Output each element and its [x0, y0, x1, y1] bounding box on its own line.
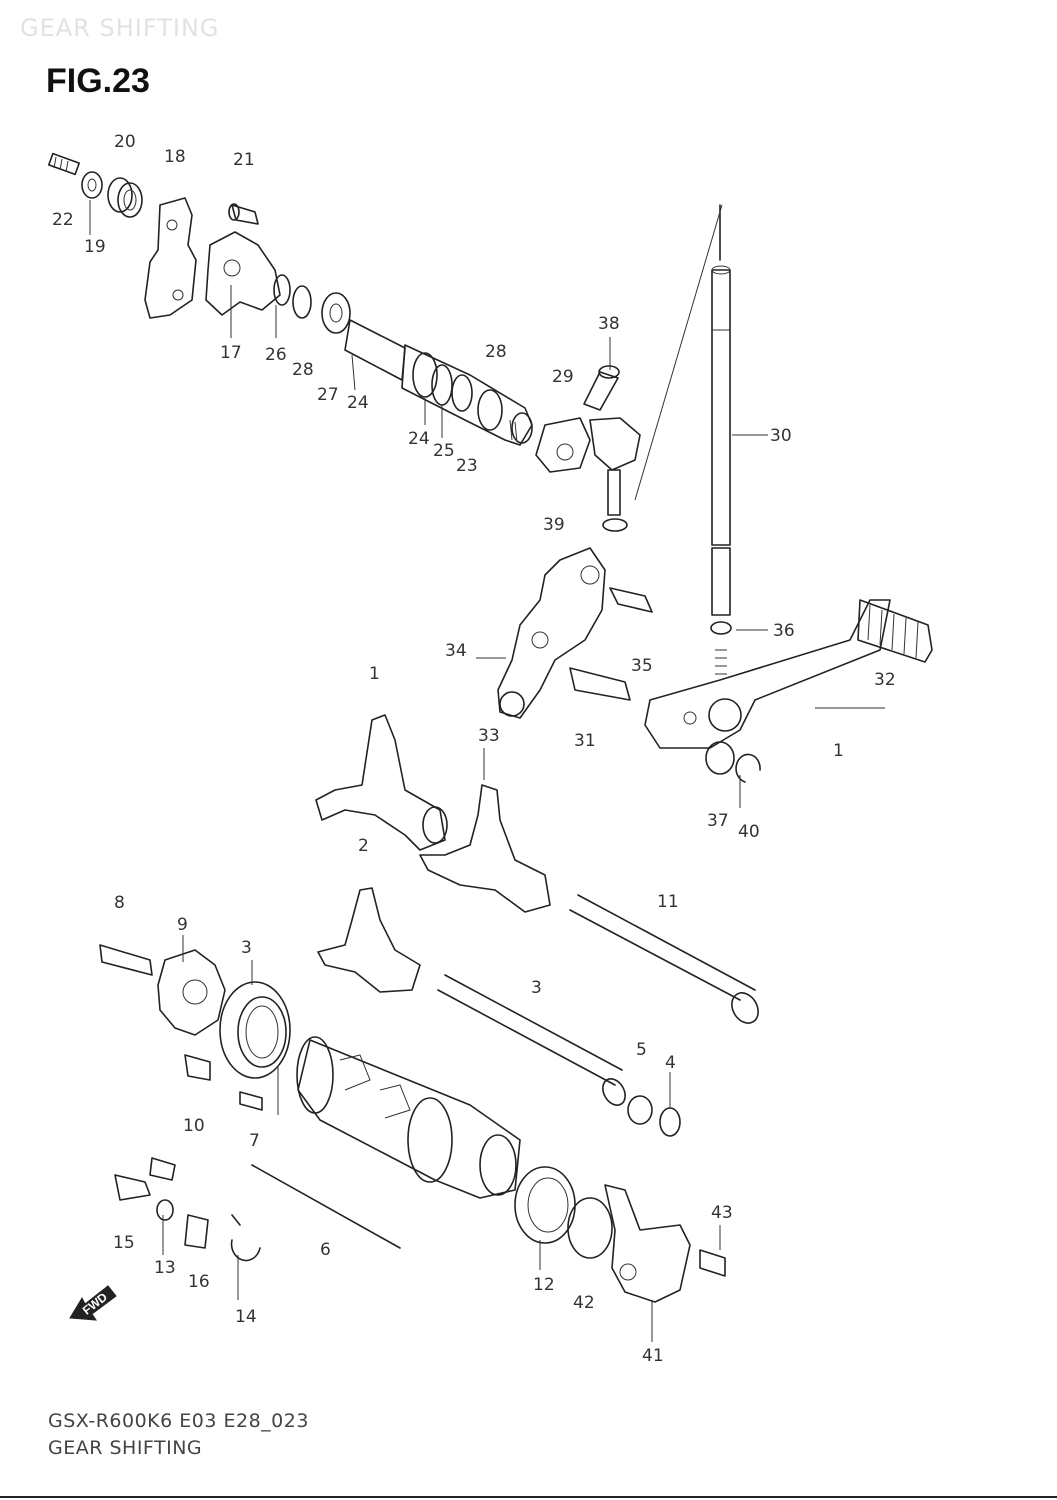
- callout-20: 20: [114, 132, 136, 152]
- callout-26: 26: [265, 345, 287, 365]
- callout-24: 24: [408, 429, 430, 449]
- callout-21: 21: [233, 150, 255, 170]
- section-name: GEAR SHIFTING: [48, 1437, 203, 1459]
- washer-19: [81, 171, 103, 199]
- shift-drum: [296, 1036, 521, 1199]
- callout-10: 10: [183, 1116, 205, 1136]
- washer-37: [705, 741, 735, 775]
- lever-29: [535, 417, 591, 473]
- shift-fork-1: [419, 784, 551, 913]
- callout-1: 1: [369, 664, 380, 684]
- bolt-8: [99, 944, 153, 976]
- callout-43: 43: [711, 1203, 733, 1223]
- callout-24: 24: [347, 393, 369, 413]
- seal-27: [321, 292, 351, 334]
- callout-15: 15: [113, 1233, 135, 1253]
- shift-fork-2: [315, 714, 446, 851]
- callout-18: 18: [164, 147, 186, 167]
- callout-25: 25: [433, 441, 455, 461]
- callout-39: 39: [543, 515, 565, 535]
- callout-16: 16: [188, 1272, 210, 1292]
- bolt-35: [609, 587, 653, 613]
- callout-32: 32: [874, 670, 896, 690]
- callout-37: 37: [707, 811, 729, 831]
- callout-29: 29: [552, 367, 574, 387]
- page-border: [0, 1496, 1057, 1498]
- washer-42: [567, 1197, 613, 1259]
- clip-26: [273, 274, 291, 306]
- callout-30: 30: [770, 426, 792, 446]
- callout-2: 2: [358, 836, 369, 856]
- callout-31: 31: [574, 731, 596, 751]
- leader-lines: [89, 200, 885, 1342]
- callout-19: 19: [84, 237, 106, 257]
- pivot-bolt-33: [569, 667, 631, 701]
- shift-arm-17: [205, 231, 281, 316]
- callout-40: 40: [738, 822, 760, 842]
- callout-34: 34: [445, 641, 467, 661]
- nut-36: [710, 621, 732, 635]
- callout-12: 12: [533, 1275, 555, 1295]
- shift-rod-30: [634, 204, 732, 675]
- callout-38: 38: [598, 314, 620, 334]
- callout-42: 42: [573, 1293, 595, 1313]
- callout-11: 11: [657, 892, 679, 912]
- bearing-11: [219, 981, 291, 1079]
- callout-13: 13: [154, 1258, 176, 1278]
- callout-36: 36: [773, 621, 795, 641]
- fork-shaft-3a: [569, 894, 759, 1024]
- pedal-rubber-32: [857, 599, 933, 663]
- pin-6: [251, 1164, 401, 1249]
- ghost-title: GEAR SHIFTING: [20, 14, 220, 42]
- shift-fork-1b: [317, 887, 421, 993]
- callout-6: 6: [320, 1240, 331, 1260]
- washer-28a: [292, 285, 312, 319]
- shift-shaft-24: [344, 319, 533, 446]
- circlip-40: [735, 753, 761, 783]
- callout-4: 4: [665, 1053, 676, 1073]
- figure-title: FIG.23: [46, 62, 150, 100]
- callout-14: 14: [235, 1307, 257, 1327]
- callout-22: 22: [52, 210, 74, 230]
- callout-28: 28: [485, 342, 507, 362]
- callout-9: 9: [177, 915, 188, 935]
- spring-20: [107, 177, 143, 218]
- bolt-22: [47, 152, 81, 176]
- bolt-38: [583, 365, 620, 411]
- bolt-43: [699, 1249, 726, 1277]
- callout-28: 28: [292, 360, 314, 380]
- plate-18: [144, 197, 197, 319]
- fork-shaft-3b: [437, 974, 626, 1106]
- bolt-10: [184, 1054, 211, 1081]
- bolt-21: [231, 204, 259, 225]
- stopper-41: [604, 1184, 691, 1303]
- washer-4: [659, 1107, 681, 1137]
- small-parts: [114, 1157, 261, 1262]
- callout-8: 8: [114, 893, 125, 913]
- callout-41: 41: [642, 1346, 664, 1366]
- rod-end-39: [589, 417, 641, 532]
- bracket-34: [497, 547, 606, 719]
- bearing-12: [514, 1166, 576, 1244]
- callout-5: 5: [636, 1040, 647, 1060]
- o-ring-5: [627, 1095, 653, 1125]
- gear-pedal-31: [644, 599, 891, 749]
- callout-33: 33: [478, 726, 500, 746]
- callout-3: 3: [531, 978, 542, 998]
- callout-7: 7: [249, 1131, 260, 1151]
- callout-3: 3: [241, 938, 252, 958]
- model-code: GSX-R600K6 E03 E28_023: [48, 1410, 309, 1432]
- callout-35: 35: [631, 656, 653, 676]
- drum-cam-9: [157, 949, 226, 1036]
- callout-1: 1: [833, 741, 844, 761]
- callout-23: 23: [456, 456, 478, 476]
- fwd-arrow-icon: FWD: [69, 1285, 117, 1321]
- pin-7: [239, 1091, 263, 1111]
- callout-27: 27: [317, 385, 339, 405]
- callout-17: 17: [220, 343, 242, 363]
